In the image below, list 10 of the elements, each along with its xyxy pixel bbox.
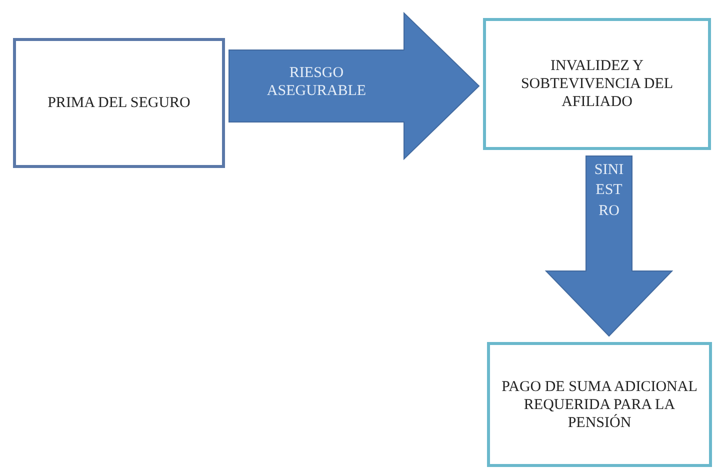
edge-label: RIESGO ASEGURABLE — [266, 64, 368, 100]
process-box — [13, 38, 225, 168]
box-text: INVALIDEZ Y SOBTEVIVENCIA DEL AFILIADO — [520, 57, 674, 111]
box-text: PAGO DE SUMA ADICIONAL REQUERIDA PARA LA PENSIÓN — [500, 378, 698, 432]
process-box — [487, 342, 712, 467]
block-arrow — [544, 156, 674, 337]
edge-label: SINIESTRO — [594, 161, 624, 220]
process-box — [483, 18, 711, 150]
box-text: PRIMA DEL SEGURO — [48, 94, 190, 112]
block-arrow — [228, 12, 480, 160]
